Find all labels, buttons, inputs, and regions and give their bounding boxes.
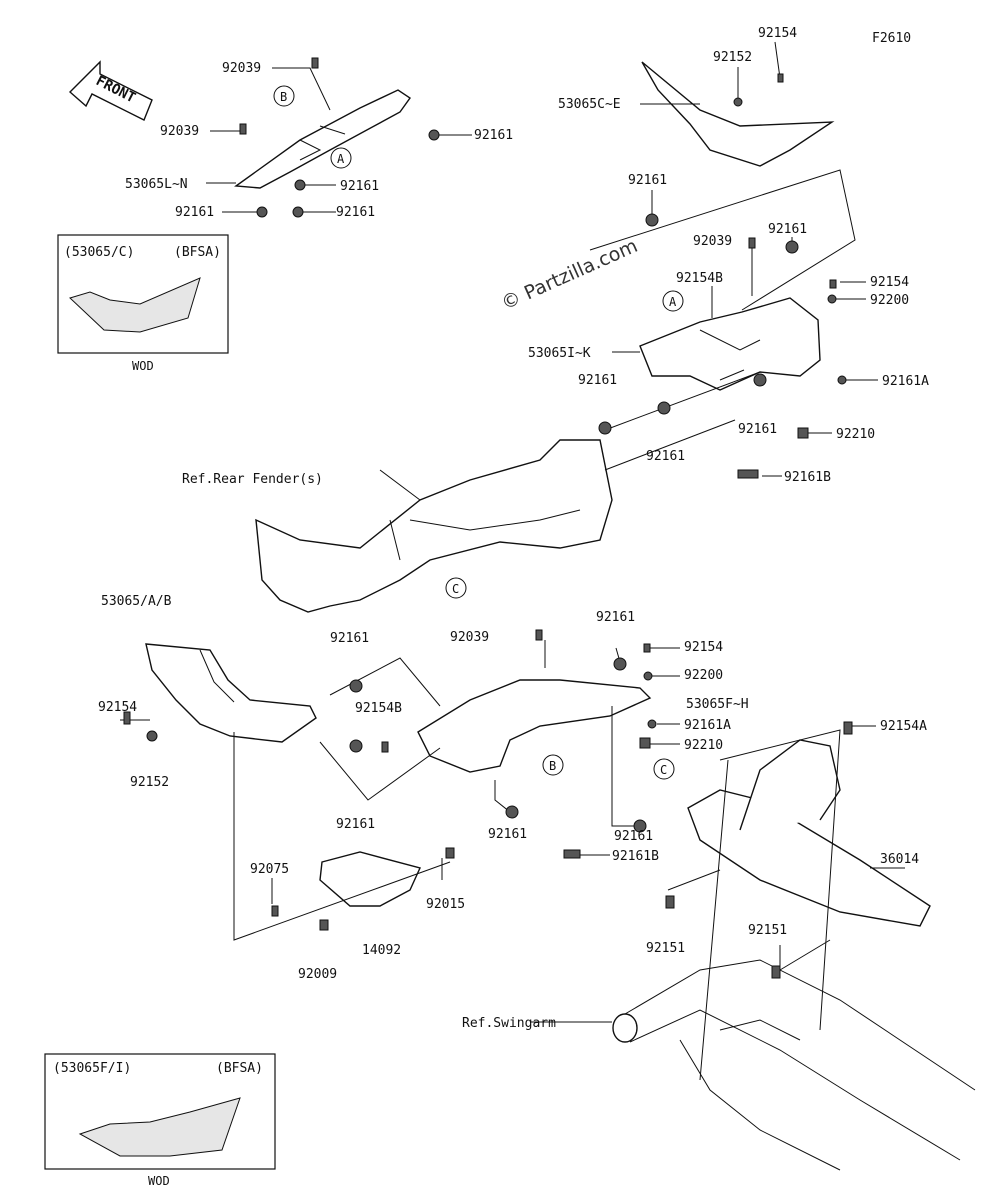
inset-top-cover bbox=[69, 277, 201, 333]
hardware-marks bbox=[123, 57, 853, 979]
swingarm bbox=[612, 959, 976, 1171]
inset-top-part: (53065/C) bbox=[64, 245, 134, 260]
label-92161-i: 92161 bbox=[646, 449, 685, 464]
chain-guard-36014 bbox=[687, 739, 931, 927]
inset-box-bottom bbox=[44, 1053, 276, 1170]
label-92039-d: 92039 bbox=[450, 630, 489, 645]
label-92161a-m: 92161A bbox=[684, 718, 731, 733]
label-53065c-e: 53065C~E bbox=[558, 97, 621, 112]
label-92009: 92009 bbox=[298, 967, 337, 982]
label-92210-r: 92210 bbox=[836, 427, 875, 442]
svg-text:B: B bbox=[549, 759, 556, 773]
under-cover-53065f-h bbox=[417, 679, 652, 773]
label-92154-r: 92154 bbox=[870, 275, 909, 290]
label-92154b-a: 92154B bbox=[676, 271, 723, 286]
label-53065f-h: 53065F~H bbox=[686, 697, 749, 712]
inset-bottom-cover bbox=[78, 1097, 241, 1157]
front-arrow-icon: FRONT bbox=[68, 60, 153, 121]
label-92154a: 92154A bbox=[880, 719, 927, 734]
label-92039-c: 92039 bbox=[693, 234, 732, 249]
label-92161a-r: 92161A bbox=[882, 374, 929, 389]
callout-b-2: B bbox=[542, 754, 564, 776]
svg-text:C: C bbox=[452, 582, 459, 596]
label-92154-top: 92154 bbox=[758, 26, 797, 41]
callout-a-1: A bbox=[330, 147, 352, 169]
side-cover-53065l-n bbox=[234, 89, 411, 189]
inset-top-code: (BFSA) bbox=[174, 245, 221, 260]
leader-lines bbox=[120, 41, 905, 1081]
callout-c-2: C bbox=[653, 758, 675, 780]
label-53065i-k: 53065I~K bbox=[528, 346, 591, 361]
label-92015: 92015 bbox=[426, 897, 465, 912]
label-92210-m: 92210 bbox=[684, 738, 723, 753]
label-92161-h: 92161 bbox=[738, 422, 777, 437]
callout-c-1: C bbox=[445, 577, 467, 599]
label-92161b-m: 92161B bbox=[612, 849, 659, 864]
bracket-14092 bbox=[319, 851, 421, 907]
rear-cowl-53065i-k bbox=[639, 297, 821, 391]
label-92161-a: 92161 bbox=[175, 205, 214, 220]
label-92039-a: 92039 bbox=[222, 61, 261, 76]
label-53065ab: 53065/A/B bbox=[101, 594, 172, 609]
label-92151-a: 92151 bbox=[646, 941, 685, 956]
label-92161-c: 92161 bbox=[336, 205, 375, 220]
callout-b-1: B bbox=[273, 85, 295, 107]
label-92161-j: 92161 bbox=[330, 631, 369, 646]
inset-bottom-caption: WOD bbox=[148, 1174, 170, 1188]
label-92161-b: 92161 bbox=[340, 179, 379, 194]
ref-swingarm: Ref.Swingarm bbox=[462, 1016, 556, 1031]
watermark: © Partzilla.com bbox=[498, 235, 641, 315]
label-14092: 14092 bbox=[362, 943, 401, 958]
label-92154b-b: 92154B bbox=[355, 701, 402, 716]
label-92161-d: 92161 bbox=[474, 128, 513, 143]
side-cover-53065c-e bbox=[641, 61, 835, 167]
side-cover-53065ab bbox=[145, 643, 317, 743]
inset-box-top bbox=[57, 234, 229, 354]
label-92154-m: 92154 bbox=[684, 640, 723, 655]
label-92161-n: 92161 bbox=[614, 829, 653, 844]
ref-rear-fender: Ref.Rear Fender(s) bbox=[182, 472, 323, 487]
label-92152-l: 92152 bbox=[130, 775, 169, 790]
svg-text:A: A bbox=[337, 152, 345, 166]
figure-code: F2610 bbox=[872, 31, 911, 46]
label-92075: 92075 bbox=[250, 862, 289, 877]
label-92200-m: 92200 bbox=[684, 668, 723, 683]
svg-text:C: C bbox=[660, 763, 667, 777]
label-92161-k: 92161 bbox=[336, 817, 375, 832]
label-36014: 36014 bbox=[880, 852, 919, 867]
label-92161-g: 92161 bbox=[578, 373, 617, 388]
label-92161-l: 92161 bbox=[596, 610, 635, 625]
label-92200-r: 92200 bbox=[870, 293, 909, 308]
svg-text:A: A bbox=[669, 295, 677, 309]
label-92161-e: 92161 bbox=[628, 173, 667, 188]
inset-bottom-part: (53065F/I) bbox=[53, 1061, 131, 1076]
svg-text:B: B bbox=[280, 90, 287, 104]
inset-bottom-code: (BFSA) bbox=[216, 1061, 263, 1076]
label-53065l-n: 53065L~N bbox=[125, 177, 188, 192]
label-92161-m: 92161 bbox=[488, 827, 527, 842]
rear-fender bbox=[255, 439, 613, 613]
callout-a-2: A bbox=[662, 290, 684, 312]
inset-top-caption: WOD bbox=[132, 359, 154, 373]
part-labels: 92039 92039 53065L~N 92161 92161 92161 9… bbox=[98, 26, 929, 982]
label-92161-f: 92161 bbox=[768, 222, 807, 237]
label-92152-top: 92152 bbox=[713, 50, 752, 65]
label-92039-b: 92039 bbox=[160, 124, 199, 139]
label-92151-b: 92151 bbox=[748, 923, 787, 938]
label-92154-l: 92154 bbox=[98, 700, 137, 715]
label-92161b-r: 92161B bbox=[784, 470, 831, 485]
